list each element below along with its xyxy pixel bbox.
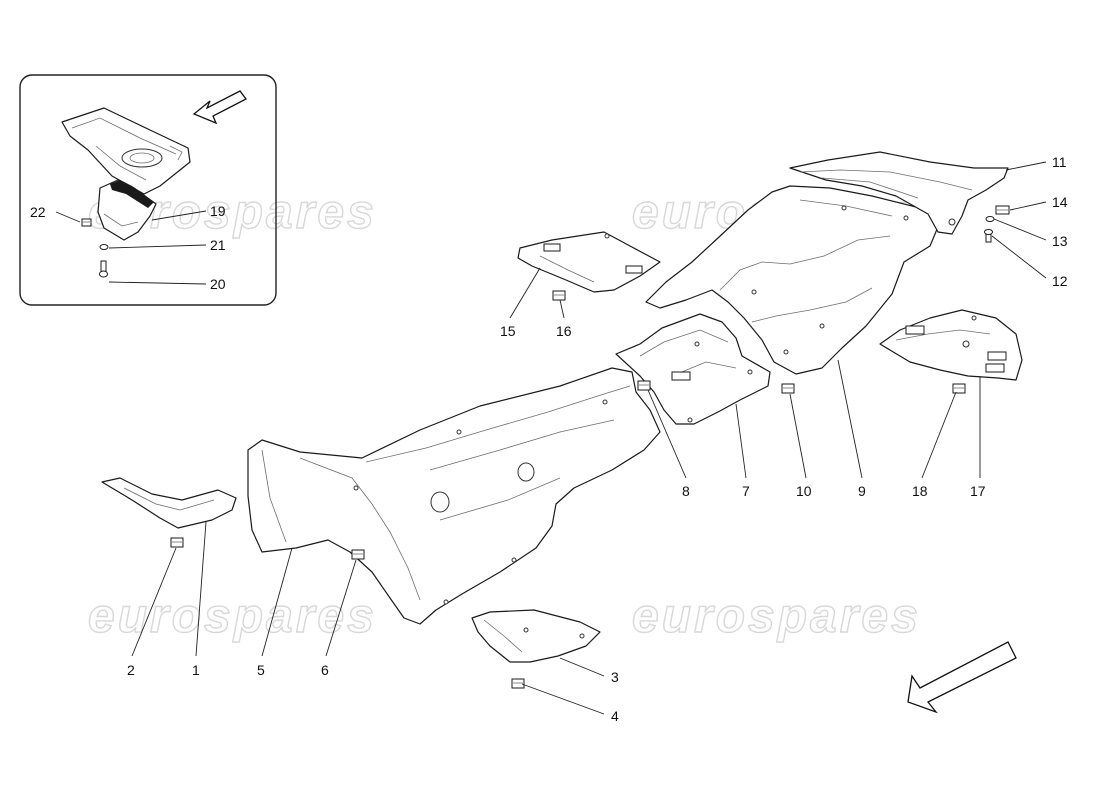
callout-1: 1 [192,662,200,678]
callouts: 2 1 5 6 3 4 8 7 10 9 18 17 15 16 11 14 1… [127,154,1068,724]
callout-18: 18 [912,483,928,499]
callout-5: 5 [257,662,265,678]
callout-8: 8 [682,483,690,499]
part-18-clip [952,383,966,394]
inset-direction-arrow-icon [192,90,247,125]
callout-3: 3 [611,669,619,685]
part-13-washer [985,216,995,222]
detail-inset: 22 19 21 20 [19,74,277,306]
callout-13: 13 [1052,233,1068,249]
callout-2: 2 [127,662,135,678]
part-14-clip [995,205,1010,215]
callout-6: 6 [321,662,329,678]
callout-17: 17 [970,483,986,499]
part-11-rear-bracket [789,151,1009,235]
main-direction-arrow-icon [907,641,1017,714]
part-16-clip [552,290,566,301]
part-2-clip [170,537,184,548]
part-7-center-shield [615,313,771,425]
inset-bracket [61,107,191,195]
callout-14: 14 [1052,194,1068,210]
inset-fastener-22 [81,218,92,227]
callout-22: 22 [30,204,46,220]
part-6-clip [351,549,365,560]
inset-bolt-20 [99,260,108,278]
leader-lines [131,161,1047,715]
watermark-bottom-right: eurospares [632,590,921,643]
part-1-front-shield [101,477,237,529]
part-8-clip [637,380,651,391]
callout-9: 9 [858,483,866,499]
callout-21: 21 [210,237,226,253]
watermark-bottom-left: eurospares [88,590,377,643]
callout-12: 12 [1052,273,1068,289]
callout-11: 11 [1052,154,1067,170]
callout-15: 15 [500,323,516,339]
callout-16: 16 [556,323,572,339]
callout-20: 20 [210,276,226,292]
callout-19: 19 [210,203,226,219]
part-5-tunnel-heat-shield [247,367,661,625]
callout-4: 4 [611,708,619,724]
part-10-clip [781,383,795,394]
inset-heat-shield-19 [97,179,157,241]
inset-frame [19,74,277,306]
part-15-upper-shield [517,231,661,293]
part-12-bolt [984,229,993,243]
callout-10: 10 [796,483,812,499]
part-3-lower-shield [471,609,601,663]
part-17-right-shield [879,309,1023,381]
inset-washer-21 [99,244,109,250]
callout-7: 7 [742,483,750,499]
part-4-clip [511,678,525,689]
